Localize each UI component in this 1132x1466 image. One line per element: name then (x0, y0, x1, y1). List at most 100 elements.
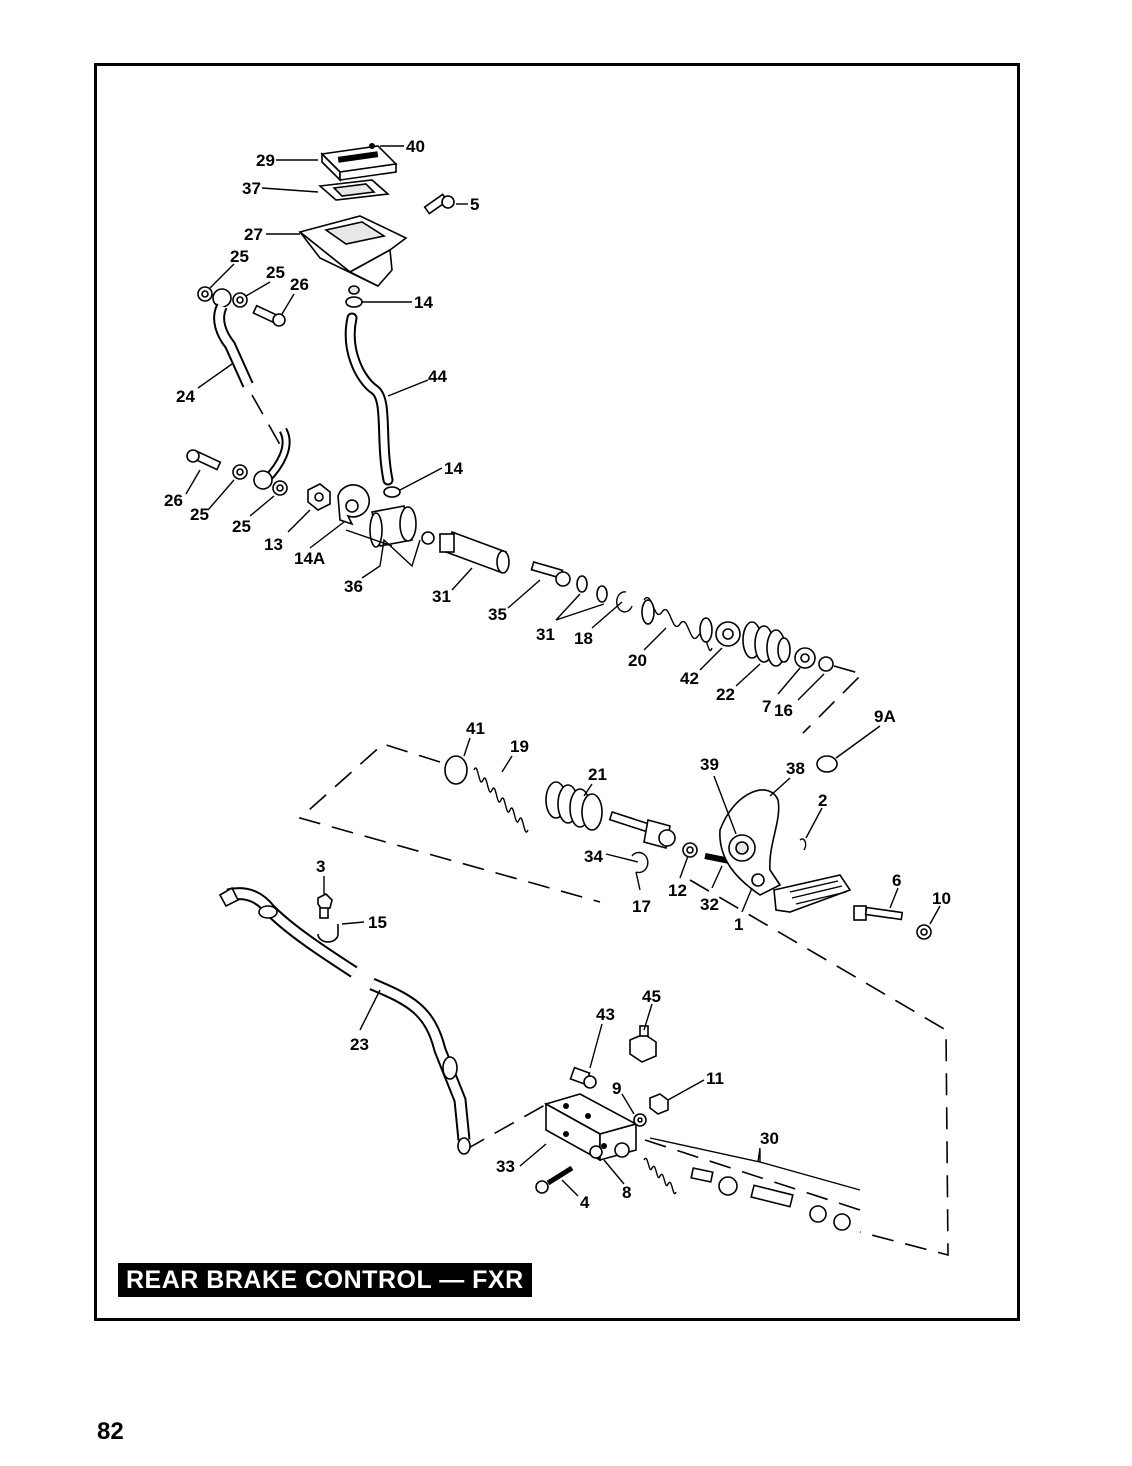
callout-14: 14 (444, 459, 463, 478)
leader-lines (185, 145, 941, 1197)
switch-45 (629, 1025, 657, 1063)
callout-10: 10 (932, 889, 951, 908)
callout-24: 24 (176, 387, 195, 406)
screw-40 (369, 143, 375, 149)
clip-15 (317, 924, 339, 943)
reservoir-27 (298, 215, 408, 287)
washer-8 (589, 1145, 603, 1159)
callout-9A: 9A (874, 707, 896, 726)
callout-41: 41 (466, 719, 485, 738)
callout-16: 16 (774, 701, 793, 720)
clevis-rod-34 (608, 811, 676, 850)
callout-17: 17 (632, 897, 651, 916)
callout-22: 22 (716, 685, 735, 704)
boot-21 (545, 781, 603, 831)
callout-7: 7 (762, 697, 771, 716)
pushrod-35 (530, 561, 571, 587)
callout-29: 29 (256, 151, 275, 170)
cover-gasket-37 (318, 179, 390, 201)
seal-41 (444, 755, 468, 785)
callout-25: 25 (190, 505, 209, 524)
callout-12: 12 (668, 881, 687, 900)
diagram-title: REAR BRAKE CONTROL — FXR (118, 1263, 532, 1297)
spring-20 (641, 596, 713, 652)
callout-21: 21 (588, 765, 607, 784)
bolt-6 (853, 905, 904, 921)
washer-42 (715, 621, 741, 647)
callout-8: 8 (622, 1183, 631, 1202)
lockplate-14A (337, 484, 371, 526)
brake-line-24 (212, 288, 291, 490)
washers-25-lower (232, 464, 288, 496)
callout-26: 26 (290, 275, 309, 294)
callout-9: 9 (612, 1079, 621, 1098)
callout-15: 15 (368, 913, 387, 932)
clamp-14-lower (383, 486, 401, 498)
clamp-14-upper (345, 285, 363, 308)
callout-labels: 40 29 37 5 27 25 25 26 14 24 44 14 26 25… (164, 137, 951, 1212)
callout-25: 25 (232, 517, 251, 536)
callout-42: 42 (680, 669, 699, 688)
banjo-bolt-26-lower (186, 449, 222, 471)
callout-19: 19 (510, 737, 529, 756)
master-cylinder-33 (543, 1093, 639, 1162)
callout-14A: 14A (294, 549, 325, 568)
callout-38: 38 (786, 759, 805, 778)
washer-7 (794, 647, 816, 669)
reservoir-cover-29 (320, 145, 398, 182)
nut-13 (307, 483, 331, 511)
bolt-4 (535, 1165, 574, 1194)
callout-23: 23 (350, 1035, 369, 1054)
callout-4: 4 (580, 1193, 590, 1212)
nut-12 (682, 842, 698, 858)
footpad-1 (751, 873, 852, 913)
boot-22 (742, 621, 791, 667)
washers-25-upper (197, 286, 248, 308)
callout-6: 6 (892, 871, 901, 890)
pin-2 (799, 838, 807, 851)
callout-18: 18 (574, 629, 593, 648)
nut-11 (649, 1093, 669, 1115)
callout-44: 44 (428, 367, 447, 386)
oring-9A (816, 755, 838, 773)
callout-31: 31 (432, 587, 451, 606)
callout-26: 26 (164, 491, 183, 510)
page-number: 82 (97, 1418, 124, 1445)
callout-2: 2 (818, 791, 827, 810)
nut-10 (916, 924, 932, 940)
callout-45: 45 (642, 987, 661, 1006)
screw-3 (317, 893, 333, 919)
brake-hose-23 (218, 886, 471, 1155)
diagram-frame (94, 63, 1020, 1321)
piston-31 (439, 530, 510, 574)
fitting-43 (569, 1066, 597, 1089)
callout-34: 34 (584, 847, 603, 866)
callout-20: 20 (628, 651, 647, 670)
callout-1: 1 (734, 915, 743, 934)
callout-25: 25 (266, 263, 285, 282)
callout-13: 13 (264, 535, 283, 554)
callout-30: 30 (760, 1129, 779, 1148)
callout-14: 14 (414, 293, 433, 312)
callout-32: 32 (700, 895, 719, 914)
callout-36: 36 (344, 577, 363, 596)
brake-lever-38 (719, 789, 782, 896)
assembly-guide-lines (251, 394, 949, 1257)
screw-5 (423, 193, 455, 215)
washer-9 (633, 1113, 647, 1127)
spring-19 (473, 767, 529, 833)
callout-35: 35 (488, 605, 507, 624)
callout-39: 39 (700, 755, 719, 774)
callout-43: 43 (596, 1005, 615, 1024)
callout-3: 3 (316, 857, 325, 876)
callout-31: 31 (536, 625, 555, 644)
callout-40: 40 (406, 137, 425, 156)
rebuild-kit-30 (643, 1157, 851, 1231)
banjo-bolt-26-upper (252, 304, 286, 327)
callout-25: 25 (230, 247, 249, 266)
retaining-ring-18 (616, 591, 633, 613)
retaining-ring-17 (631, 851, 649, 874)
seals-31 (576, 575, 608, 603)
callout-27: 27 (244, 225, 263, 244)
